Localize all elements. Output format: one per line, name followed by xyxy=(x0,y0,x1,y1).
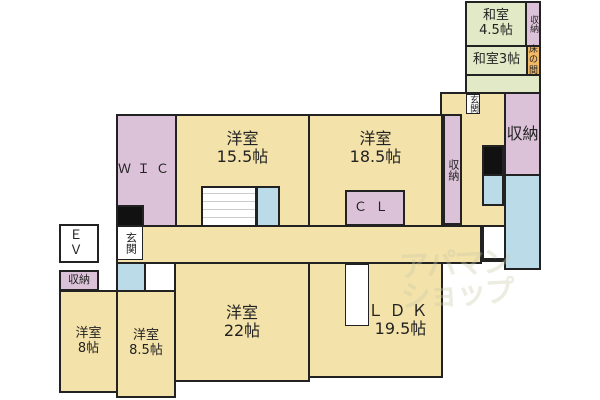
room-name: 洋室 xyxy=(359,129,392,148)
elevator: ＥＶ xyxy=(59,224,99,263)
storage-small: 収納 xyxy=(59,270,99,291)
entrance-upper: 玄関 xyxy=(466,94,480,114)
room-name: 洋室 xyxy=(226,129,259,148)
japanese-hallway xyxy=(465,74,541,94)
bathtub-right xyxy=(482,225,506,260)
watermark-logo: アパマンショップ xyxy=(398,244,514,315)
room-size: 18.5帖 xyxy=(349,147,402,167)
toilet-right xyxy=(482,174,504,206)
entrance-main: 玄関 xyxy=(117,226,143,260)
watermark-line-2: ショップ xyxy=(399,274,514,315)
pipe-space-left xyxy=(116,205,144,227)
bath-unit xyxy=(201,186,257,227)
washitsu-3: 和室3帖 xyxy=(465,45,528,76)
room-size: 19.5帖 xyxy=(374,319,427,338)
storage-washitsu: 収納 xyxy=(525,1,541,47)
toilet-15-5 xyxy=(256,186,280,227)
storage-large: 収納 xyxy=(504,92,541,176)
room-size: 15.5帖 xyxy=(216,147,269,167)
toilet-left xyxy=(116,262,146,292)
room-name: 洋室 xyxy=(75,325,102,341)
storage-vertical: 収納 xyxy=(443,114,462,225)
bathroom-right xyxy=(504,174,541,270)
room-size: 8.5帖 xyxy=(129,343,163,358)
room-name: ＬＤＫ xyxy=(367,300,434,320)
closet: ＣＬ xyxy=(345,190,405,226)
tokonoma: 床の間 xyxy=(526,45,541,76)
pipe-space xyxy=(482,145,504,176)
room-size: 22帖 xyxy=(223,321,261,340)
room-name: 洋室 xyxy=(225,302,258,322)
room-size: 8帖 xyxy=(77,340,100,356)
room-size: 4.5帖 xyxy=(479,23,513,38)
room-name: 洋室 xyxy=(132,328,159,344)
kitchen-counter xyxy=(345,264,369,326)
room-name: 和室 xyxy=(482,8,509,24)
corridor xyxy=(116,225,482,264)
